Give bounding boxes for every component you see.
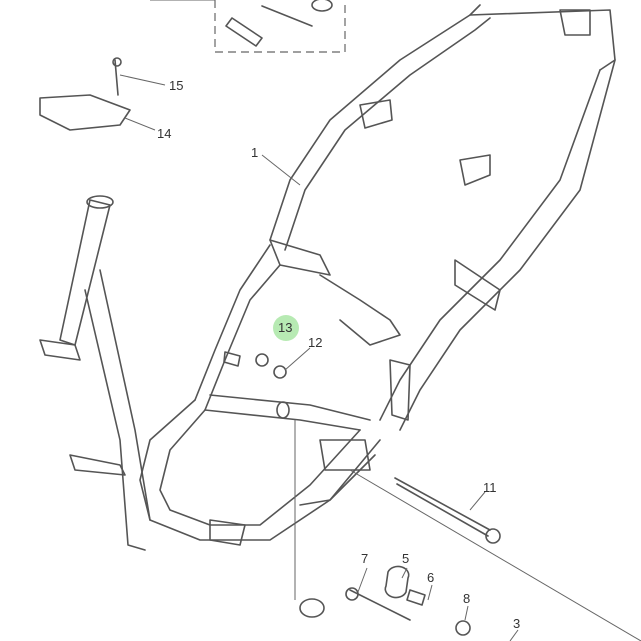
frame (39, 4, 641, 641)
label-13[interactable]: 13 (278, 320, 292, 335)
label-8: 8 (463, 591, 470, 606)
tool-kit-box (150, 0, 346, 53)
label-1: 1 (251, 145, 258, 160)
label-6: 6 (427, 570, 434, 585)
label-12: 12 (308, 335, 322, 350)
label-5: 5 (402, 551, 409, 566)
label-15: 15 (169, 78, 183, 93)
label-3: 3 (513, 616, 520, 631)
highlight-marker (273, 315, 299, 341)
label-11: 11 (483, 480, 497, 495)
label-7: 7 (361, 551, 368, 566)
label-14: 14 (157, 126, 171, 141)
